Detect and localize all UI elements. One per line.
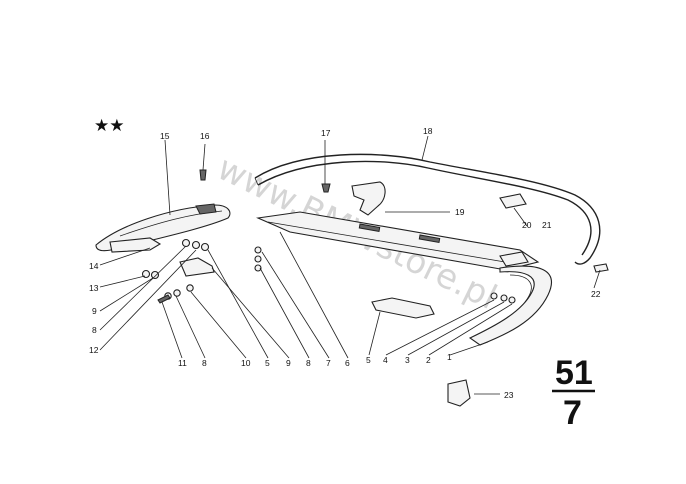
leader-lines xyxy=(99,135,601,395)
callout-1: 1 xyxy=(447,352,452,362)
callout-23: 23 xyxy=(504,390,514,400)
end-clip-22 xyxy=(593,263,609,273)
callout-15: 15 xyxy=(160,131,170,141)
callout-4: 4 xyxy=(383,355,388,365)
callout-20: 20 xyxy=(522,220,532,230)
clip-23 xyxy=(447,379,471,407)
callout-8-left: 8 xyxy=(92,325,97,335)
section-group-number: 51 xyxy=(555,354,593,392)
callout-9-left: 9 xyxy=(92,306,97,316)
hardware-middle xyxy=(254,246,262,272)
callout-16: 16 xyxy=(200,131,210,141)
callout-13: 13 xyxy=(89,283,99,293)
bracket-20 xyxy=(499,251,529,267)
callout-17: 17 xyxy=(321,128,331,138)
callout-7: 7 xyxy=(326,358,331,368)
clip-19 xyxy=(351,181,386,216)
callout-8-bottom: 8 xyxy=(202,358,207,368)
hardware-rear xyxy=(490,292,516,304)
section-subgroup-number: 7 xyxy=(563,394,582,432)
callout-14: 14 xyxy=(89,261,99,271)
bracket-21 xyxy=(499,193,527,209)
stars-mark: ★★ xyxy=(94,116,124,136)
section-number: 51 7 xyxy=(552,354,595,432)
callout-12: 12 xyxy=(89,345,99,355)
callout-6: 6 xyxy=(345,358,350,368)
callout-11: 11 xyxy=(178,358,187,368)
callout-19: 19 xyxy=(455,207,465,217)
callout-3: 3 xyxy=(405,355,410,365)
callout-21: 21 xyxy=(542,220,552,230)
callout-8-bottom-right: 8 xyxy=(306,358,311,368)
callout-labels: 15 16 17 18 19 20 21 22 23 14 13 9 8 12 … xyxy=(89,126,601,400)
callout-18: 18 xyxy=(423,126,433,136)
callout-22: 22 xyxy=(591,289,601,299)
callout-10: 10 xyxy=(241,358,251,368)
callout-2: 2 xyxy=(426,355,431,365)
screw-17 xyxy=(321,183,331,193)
callout-5-bottom-right: 5 xyxy=(366,355,371,365)
plate-5 xyxy=(371,297,435,319)
callout-9-bottom: 9 xyxy=(286,358,291,368)
roof-rail-trim-18 xyxy=(254,153,601,265)
hardware-front xyxy=(141,238,215,304)
screw-16 xyxy=(199,169,207,181)
roof-frame-bar-6 xyxy=(256,211,540,271)
callout-5-bottom-left: 5 xyxy=(265,358,270,368)
